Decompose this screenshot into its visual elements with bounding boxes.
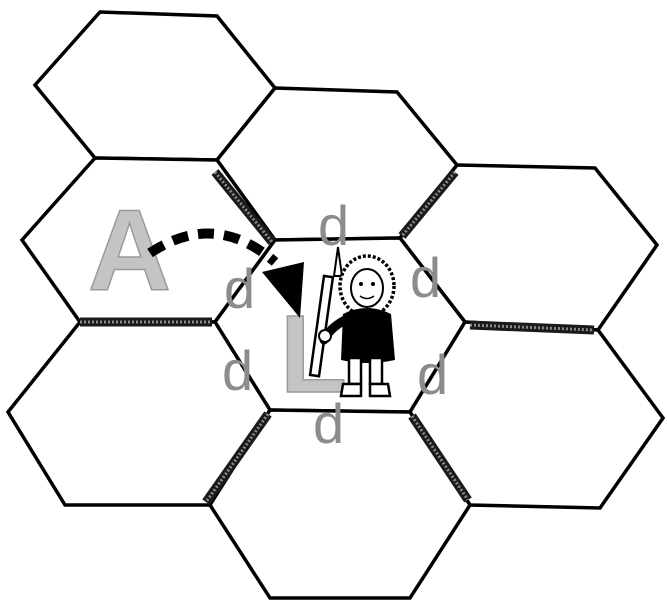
door-label-bottom: d [313,392,344,455]
door-label-lower-left: d [222,339,253,402]
wall-right-horizontal [470,325,594,330]
door-label-upper-right: d [410,246,441,309]
door-label-lower-right: d [417,343,448,406]
door-label-upper-left: d [224,257,255,320]
door-label-top: d [318,194,349,257]
